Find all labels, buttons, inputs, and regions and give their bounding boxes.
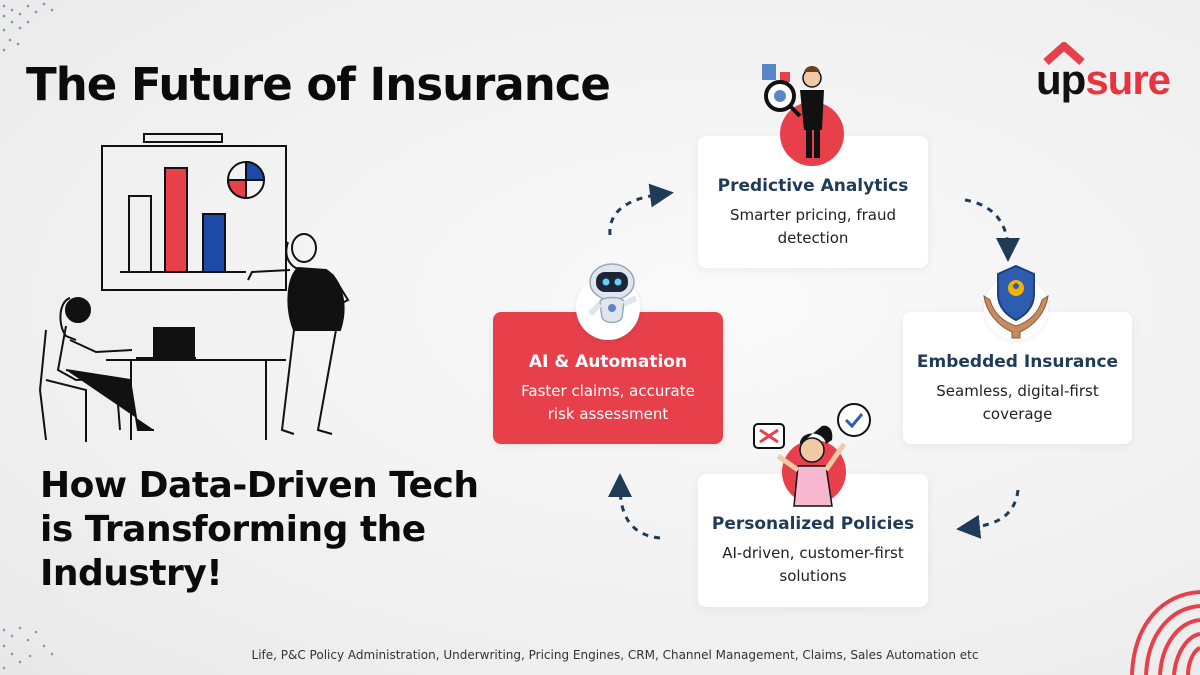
card-title: AI & Automation [528, 352, 688, 372]
dot-pattern-top-left [2, 2, 54, 52]
card-personalized-policies: Personalized Policies AI-driven, custome… [698, 474, 928, 607]
roof-icon [1043, 42, 1085, 65]
shield-hands-icon [983, 264, 1049, 339]
decorative-swirl [1130, 590, 1200, 675]
card-description: Faster claims, accurate risk assessment [521, 382, 695, 423]
card-title: Personalized Policies [711, 514, 915, 534]
logo-wordmark: upsure [1036, 56, 1171, 104]
card-title: Embedded Insurance [916, 352, 1119, 372]
dot-pattern-bottom-left [2, 626, 54, 670]
page-title: The Future of Insurance [26, 58, 611, 111]
logo-prefix: up [1036, 56, 1086, 103]
analyst-figure-icon [762, 64, 824, 158]
card-title: Predictive Analytics [717, 176, 909, 196]
card-description: Seamless, digital-first coverage [936, 382, 1099, 423]
logo-suffix: sure [1085, 56, 1171, 103]
presentation-illustration [38, 133, 350, 442]
footer-services: Life, P&C Policy Administration, Underwr… [251, 648, 979, 662]
woman-check-cross-icon [753, 403, 871, 507]
card-description: Smarter pricing, fraud detection [729, 206, 897, 247]
page-subtitle: How Data-Driven Tech is Transforming the… [40, 465, 479, 594]
cycle-arrows [608, 183, 1020, 540]
card-description: AI-driven, customer-first solutions [722, 544, 904, 585]
robot-icon [587, 263, 638, 324]
upsure-logo: upsure [1036, 42, 1171, 103]
